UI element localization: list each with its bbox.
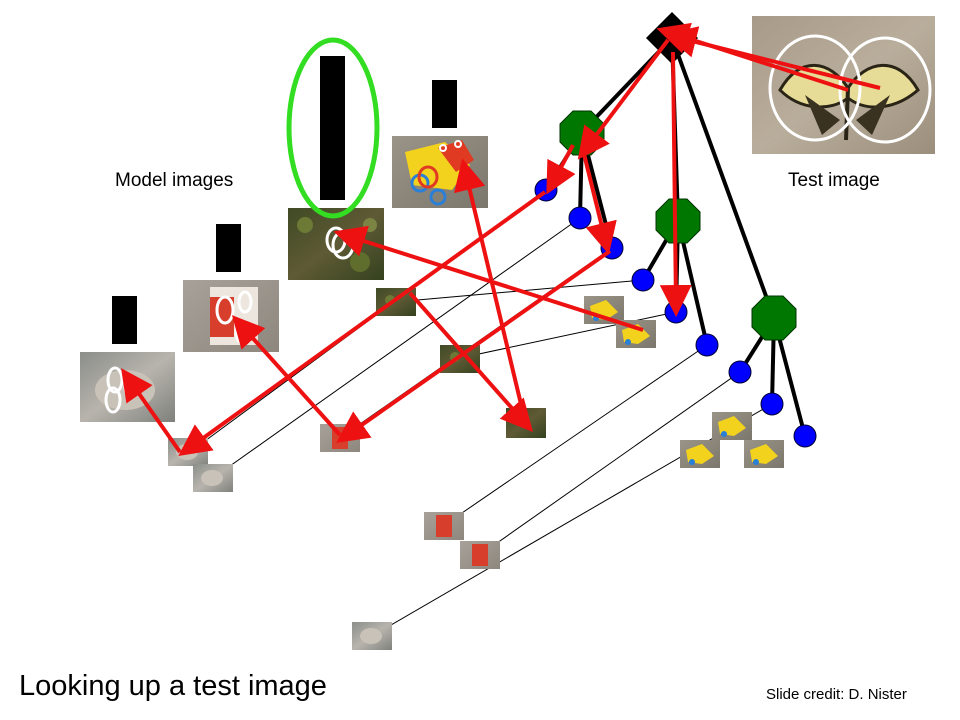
model-images-label: Model images — [115, 170, 234, 191]
score-bar — [112, 296, 137, 344]
leaf-node — [695, 333, 719, 357]
thumbnail-toy — [712, 412, 752, 440]
inverted-file-link — [459, 311, 677, 359]
match-arrow — [178, 190, 547, 457]
feature-ellipse — [768, 34, 862, 142]
leaf-node — [760, 392, 784, 416]
match-arrow — [659, 51, 692, 317]
feature-ellipse — [838, 36, 932, 144]
leaf-node — [793, 424, 817, 448]
inner-node-b — [655, 198, 701, 244]
thumbnail-face — [352, 622, 392, 650]
match-arrow — [546, 144, 576, 195]
leaf-node — [631, 268, 655, 292]
tree-edge — [670, 37, 776, 319]
leaf-node — [728, 360, 752, 384]
thumbnail-plant — [506, 408, 546, 438]
thumbnail-plant — [376, 288, 416, 316]
match-arrow — [121, 368, 182, 454]
inverted-file-link — [479, 371, 741, 556]
score-bar — [216, 224, 241, 272]
thumbnail-carton — [460, 541, 500, 569]
feature-ellipse — [417, 165, 439, 189]
leaf-node — [568, 206, 592, 230]
match-arrow — [336, 249, 612, 443]
match-arrows — [121, 22, 881, 457]
inverted-file-link — [442, 344, 708, 527]
thumbnail-toy — [680, 440, 720, 468]
match-arrow — [408, 291, 533, 432]
score-bars — [112, 56, 457, 344]
test-image — [752, 16, 935, 154]
feature-ellipse — [104, 386, 122, 414]
inverted-file-link — [212, 217, 581, 479]
match-arrow — [581, 149, 617, 255]
thumbnail-toy — [744, 440, 784, 468]
model-image-toy — [392, 136, 488, 208]
model-image-face — [80, 352, 175, 422]
best-match-highlight — [286, 37, 380, 219]
thumbnail-toy — [584, 296, 624, 324]
slide-credit: Slide credit: D. Nister — [766, 686, 907, 703]
model-image-carton — [183, 280, 279, 352]
match-arrow — [333, 225, 644, 332]
thumbnail-carton — [424, 512, 464, 540]
score-bar — [432, 80, 457, 128]
test-image-label: Test image — [788, 170, 880, 191]
slide-title: Looking up a test image — [19, 670, 327, 702]
inner-node-c — [751, 295, 797, 341]
match-arrow — [454, 158, 527, 422]
thumbnail-face — [193, 464, 233, 492]
match-arrow — [656, 22, 849, 92]
feature-ellipse — [237, 290, 253, 314]
match-arrow — [577, 38, 670, 160]
match-arrow — [231, 315, 342, 437]
feature-ellipse — [215, 295, 235, 325]
score-bar — [320, 56, 345, 200]
feature-ellipse — [429, 188, 447, 206]
butterfly-wings — [778, 63, 920, 109]
